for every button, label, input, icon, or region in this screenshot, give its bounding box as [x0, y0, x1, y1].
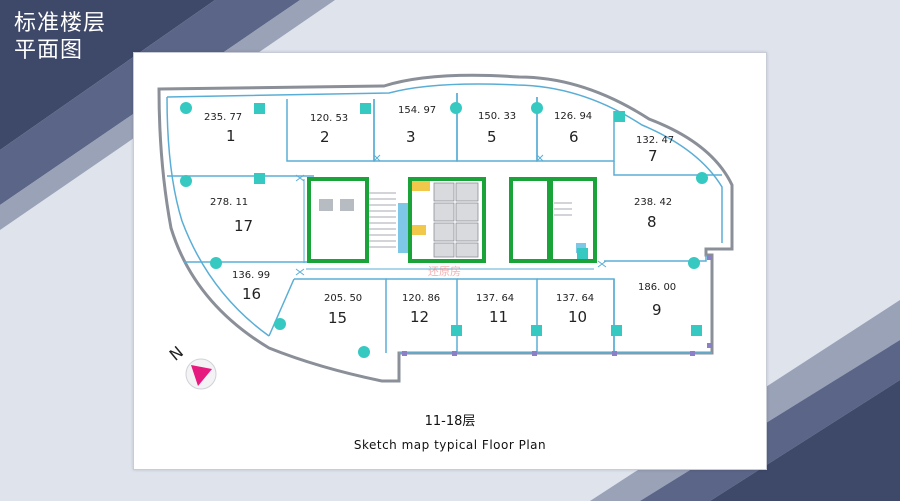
unit-area: 235. 77 — [204, 112, 242, 123]
north-partitions — [167, 93, 722, 263]
unit-label-3: 154. 97 3 — [398, 105, 436, 146]
unit-area: 126. 94 — [554, 111, 592, 122]
unit-area: 238. 42 — [634, 197, 672, 208]
unit-area: 154. 97 — [398, 105, 436, 116]
door-markers — [295, 154, 607, 276]
unit-area: 205. 50 — [324, 293, 362, 304]
unit-area: 150. 33 — [478, 111, 516, 122]
slide-title-line2: 平面图 — [14, 38, 84, 63]
unit-area: 186. 00 — [638, 282, 676, 293]
slide-title-line1: 标准楼层 — [14, 11, 107, 36]
unit-label-8: 238. 42 8 — [634, 197, 672, 231]
unit-number: 2 — [320, 128, 330, 146]
unit-number: 15 — [328, 309, 347, 327]
unit-number: 5 — [487, 128, 497, 146]
unit-area: 136. 99 — [232, 270, 270, 281]
unit-label-6: 126. 94 6 — [554, 111, 592, 146]
unit-label-7: 132. 47 7 — [636, 135, 674, 165]
inner-office-line — [166, 83, 723, 243]
unit-label-16: 136. 99 16 — [232, 270, 270, 303]
unit-number: 10 — [568, 308, 587, 326]
columns-round — [180, 102, 708, 358]
unit-number: 11 — [489, 308, 508, 326]
stripe-bottom-right-dark — [710, 380, 900, 501]
watermark-text: 还原房 — [428, 265, 461, 278]
unit-number: 3 — [406, 128, 416, 146]
slide-title: 标准楼层 平面图 — [14, 10, 106, 64]
columns-square — [254, 103, 702, 336]
north-arrow-icon: N — [166, 342, 217, 390]
unit-area: 137. 64 — [476, 293, 514, 304]
unit-number: 12 — [410, 308, 429, 326]
building-outline — [384, 75, 387, 81]
unit-number: 7 — [648, 147, 658, 165]
unit-area: 132. 47 — [636, 135, 674, 146]
unit-label-9: 186. 00 9 — [638, 282, 676, 319]
unit-number: 16 — [242, 285, 261, 303]
core-fixtures — [412, 181, 430, 235]
elevator-shafts — [433, 182, 479, 258]
unit-label-2: 120. 53 2 — [310, 113, 348, 146]
compass-label: N — [166, 342, 187, 364]
unit-number: 9 — [652, 301, 662, 319]
core-stairs — [369, 192, 572, 248]
unit-area: 120. 53 — [310, 113, 348, 124]
core-fixtures-gray — [319, 199, 354, 211]
unit-number: 1 — [226, 127, 236, 145]
floor-plan: 还原房 235. 77 1 120. 53 2 154. 97 3 150. 3… — [157, 73, 734, 390]
unit-number: 17 — [234, 217, 253, 235]
floor-plan-card: 还原房 235. 77 1 120. 53 2 154. 97 3 150. 3… — [133, 52, 767, 470]
building-core — [307, 177, 597, 263]
unit-label-1: 235. 77 1 — [204, 112, 242, 145]
unit-area: 278. 11 — [210, 197, 248, 208]
core-fixtures-blue — [398, 203, 586, 253]
floor-range-label: 11-18层 — [424, 414, 476, 429]
unit-label-10: 137. 64 10 — [556, 293, 594, 326]
unit-label-5: 150. 33 5 — [478, 111, 516, 146]
unit-number: 6 — [569, 128, 579, 146]
window-markers — [402, 255, 712, 356]
unit-number: 8 — [647, 213, 657, 231]
unit-label-15: 205. 50 15 — [324, 293, 362, 327]
unit-label-17: 278. 11 17 — [210, 197, 253, 235]
unit-area: 120. 86 — [402, 293, 440, 304]
south-partitions — [268, 255, 712, 354]
plan-caption: Sketch map typical Floor Plan — [353, 438, 547, 452]
unit-label-12: 120. 86 12 — [402, 293, 440, 326]
unit-area: 137. 64 — [556, 293, 594, 304]
unit-label-11: 137. 64 11 — [476, 293, 514, 326]
inner-curve-west — [166, 96, 270, 337]
